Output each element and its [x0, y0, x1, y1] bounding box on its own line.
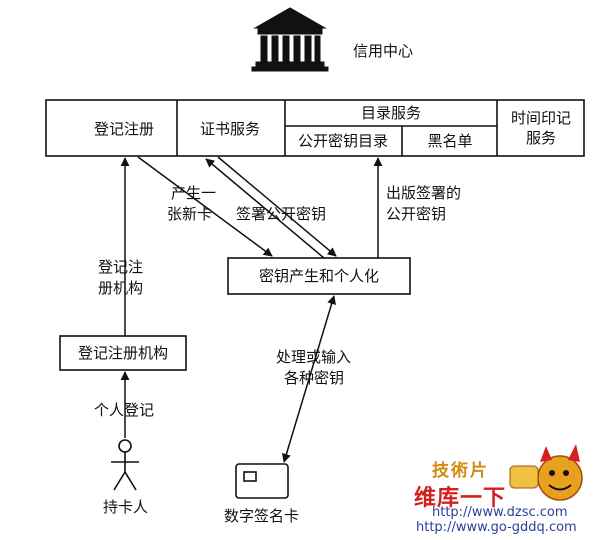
publish-key-label-line1: 出版签署的: [386, 184, 462, 202]
watermark-mascot-icon: [509, 444, 583, 501]
cardholder-label: 持卡人: [103, 498, 149, 516]
smart-card-label: 数字签名卡: [224, 507, 300, 525]
registration-agency-box: [59, 335, 187, 371]
watermark-url2: http://www.go-gddq.com: [416, 520, 577, 535]
registration-agency-label: 登记注册机构: [77, 344, 168, 362]
credit-center-label: 信用中心: [353, 42, 414, 60]
bank-building-icon: [251, 7, 329, 72]
watermark-brand: 维库一下: [414, 486, 507, 511]
process-keys-label-line2: 各种密钥: [284, 369, 345, 387]
agency-edge-label-line1: 登记注: [98, 258, 144, 276]
key-generation-label: 密钥产生和个人化: [258, 267, 379, 285]
sign-public-key-label: 签署公开密钥: [236, 205, 327, 223]
person-icon: [111, 439, 139, 491]
arrow-cert-to-keygen: [217, 156, 337, 257]
key-generation-box: [227, 257, 411, 295]
personal-registration-label: 个人登记: [94, 401, 155, 419]
arrow-keygen-to-cert: [205, 158, 325, 259]
arrow-new-card: [137, 156, 273, 257]
smart-card-icon: [235, 463, 289, 499]
watermark-url: http://www.dzsc.com: [432, 505, 568, 520]
registration-service-label: 登记注册: [93, 120, 154, 138]
timestamp-service-label-line1: 时间印记: [510, 109, 571, 127]
new-card-label-line2: 张新卡: [167, 205, 213, 223]
arrow-card-keygen: [282, 295, 336, 463]
directory-service-label: 目录服务: [360, 104, 421, 122]
publish-key-label-line2: 公开密钥: [386, 205, 447, 223]
blacklist-label: 黑名单: [427, 132, 473, 150]
timestamp-service-label-line2: 服务: [525, 129, 556, 147]
new-card-label-line1: 产生一: [171, 184, 217, 202]
services-bar: [45, 99, 585, 157]
certificate-service-label: 证书服务: [199, 120, 260, 138]
public-key-directory-label: 公开密钥目录: [297, 132, 388, 150]
agency-edge-label-line2: 册机构: [98, 279, 144, 297]
watermark-logo: 技術片: [432, 461, 489, 481]
process-keys-label-line1: 处理或输入: [276, 348, 352, 366]
